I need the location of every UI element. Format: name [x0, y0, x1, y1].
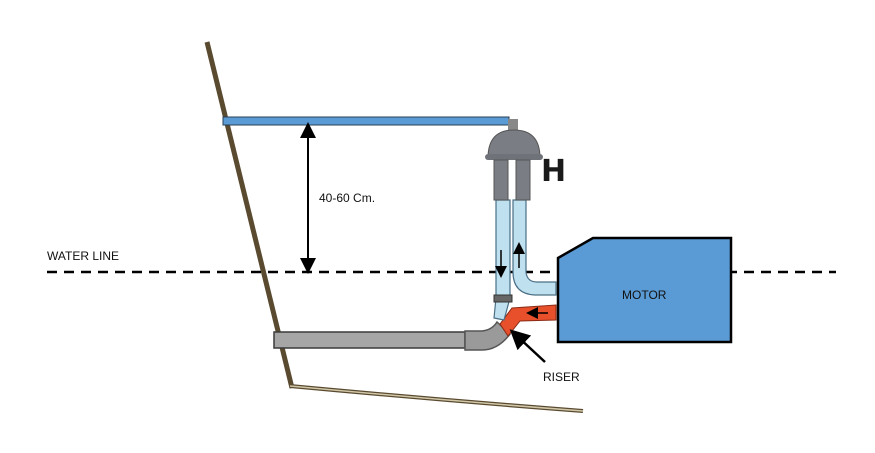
h-label: H [541, 154, 567, 189]
motor-label: MOTOR [622, 288, 667, 302]
exhaust-riser [499, 304, 557, 337]
exhaust-tube [273, 331, 466, 349]
riser-label: RISER [543, 370, 580, 384]
cooling-pipe-up [512, 199, 557, 296]
riser-arrow [509, 329, 546, 363]
deck [222, 116, 510, 126]
anti-siphon-valve [485, 119, 543, 201]
hull-side [204, 41, 295, 389]
water-line-label: WATER LINE [47, 249, 120, 263]
height-label: 40-60 Cm. [319, 191, 376, 205]
motor [556, 236, 733, 344]
